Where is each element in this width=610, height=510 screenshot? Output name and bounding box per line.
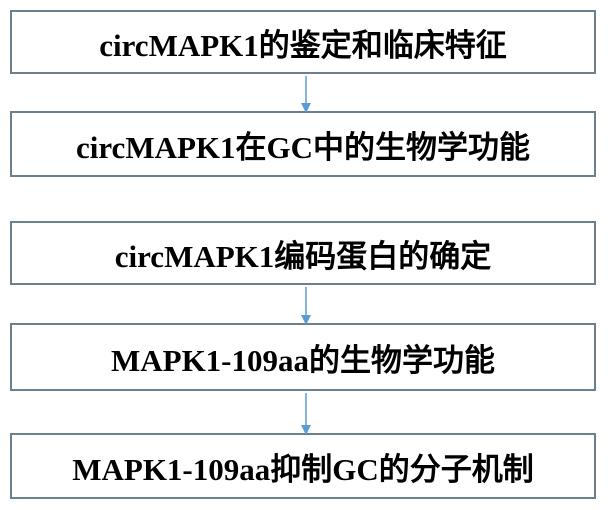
step-label-5: MAPK1-109aa抑制GC的分子机制 <box>72 451 534 487</box>
step-box-3: circMAPK1编码蛋白的确定 <box>10 221 596 285</box>
step-label-2: circMAPK1在GC中的生物学功能 <box>75 129 531 165</box>
step-box-1: circMAPK1的鉴定和临床特征 <box>10 10 596 74</box>
step-label-3: circMAPK1编码蛋白的确定 <box>114 238 492 274</box>
step-box-5: MAPK1-109aa抑制GC的分子机制 <box>10 433 596 499</box>
step-box-2: circMAPK1在GC中的生物学功能 <box>10 111 596 177</box>
step-box-4: MAPK1-109aa的生物学功能 <box>10 323 596 391</box>
step-label-1: circMAPK1的鉴定和临床特征 <box>99 27 507 63</box>
step-label-4: MAPK1-109aa的生物学功能 <box>110 342 496 378</box>
